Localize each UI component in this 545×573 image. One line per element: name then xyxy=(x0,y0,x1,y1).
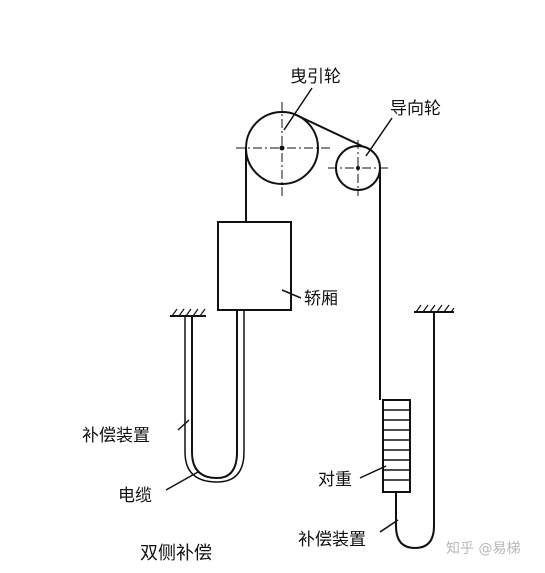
label-traction-sheave: 曳引轮 xyxy=(290,67,341,87)
leader-compensation-right xyxy=(379,519,399,533)
label-compensation-right: 补偿装置 xyxy=(298,530,366,550)
counterweight-block xyxy=(382,399,411,493)
ceiling-hatch-left xyxy=(171,308,206,317)
leader-compensation-left xyxy=(177,419,190,431)
compensation-u-right xyxy=(395,312,435,550)
leader-cable xyxy=(165,471,199,491)
label-counterweight: 对重 xyxy=(318,470,352,490)
compensation-u-left-outer xyxy=(191,310,238,480)
leader-counterweight xyxy=(359,465,387,479)
watermark: 知乎 @易梯 xyxy=(446,540,520,557)
label-cable: 电缆 xyxy=(118,486,152,506)
label-caption: 双侧补偿 xyxy=(140,543,212,564)
sheave-link-rope xyxy=(293,113,363,147)
center-lines xyxy=(236,102,390,196)
counterweight-plates xyxy=(383,409,410,481)
leader-traction xyxy=(283,87,313,131)
label-car: 轿厢 xyxy=(304,289,338,309)
leader-guide xyxy=(365,117,393,157)
label-guide-sheave: 导向轮 xyxy=(390,99,441,119)
car-box xyxy=(217,221,292,311)
leader-car xyxy=(281,289,302,299)
guide-hub xyxy=(356,166,360,170)
traction-hub xyxy=(279,145,285,151)
compensation-u-left-inner xyxy=(184,310,245,483)
ceiling-hatch-right xyxy=(415,304,455,313)
label-compensation-left: 补偿装置 xyxy=(82,426,150,446)
